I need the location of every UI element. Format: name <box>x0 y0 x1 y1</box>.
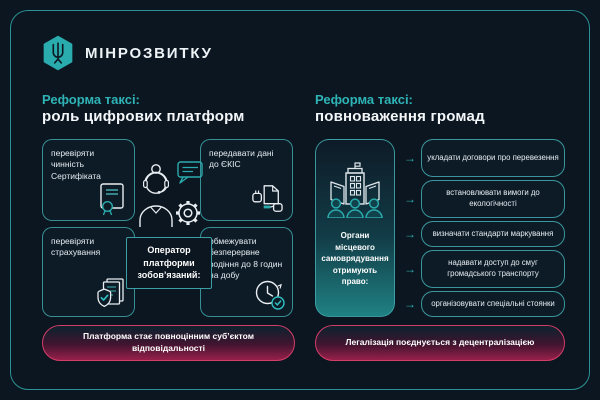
duty-label: перевіряти чинність Сертифіката <box>51 148 101 181</box>
rights-list: → укладати договори про перевезення → вс… <box>403 139 565 317</box>
clock-check-icon <box>255 280 285 310</box>
right-heading-kicker: Реформа таксі: <box>315 92 413 107</box>
left-heading: Реформа таксі: роль цифрових платформ <box>42 92 295 127</box>
certificate-icon <box>100 183 124 215</box>
right-pill: встановлювати вимоги до екологічності <box>421 180 565 218</box>
left-heading-title: роль цифрових платформ <box>42 108 245 126</box>
operator-with-gear-icon <box>139 161 203 227</box>
insurance-shield-icon <box>97 278 124 308</box>
arrow-right-icon: → <box>404 151 416 165</box>
duty-card-insurance: перевіряти страхування <box>42 227 135 317</box>
operator-illustration <box>132 159 204 227</box>
left-conclusion-banner: Платформа стає повноцінним суб’єктом від… <box>42 325 295 361</box>
left-banner-text: Платформа стає повноцінним суб’єктом від… <box>83 331 254 353</box>
document-handover-icon <box>252 185 283 212</box>
right-item: → укладати договори про перевезення <box>403 139 565 177</box>
left-panel: Реформа таксі: роль цифрових платформ пе… <box>42 92 295 361</box>
operator-duties-grid: перевіряти чинність Сертифіката передава… <box>42 139 295 317</box>
right-pill: організовувати спеціальні стоянки <box>421 291 565 317</box>
right-pill: визначати стандарти маркування <box>421 221 565 247</box>
brand-logo: МІНРОЗВИТКУ <box>42 35 213 71</box>
left-heading-kicker: Реформа таксі: <box>42 92 140 107</box>
arrow-right-icon: → <box>404 227 416 241</box>
duty-label: обмежувати безперервне водіння до 8 годи… <box>209 236 283 281</box>
right-heading-title: повноваження громад <box>315 108 485 126</box>
brand-name: МІНРОЗВИТКУ <box>85 44 213 62</box>
arrow-right-icon: → <box>404 192 416 206</box>
community-rights-layout: Органи місцевого самоврядування отримуют… <box>315 139 565 317</box>
authority-label: Органи місцевого самоврядування отримуют… <box>321 231 389 287</box>
duty-card-certificate: перевіряти чинність Сертифіката <box>42 139 135 221</box>
municipality-building-icon <box>327 162 383 218</box>
right-item: → визначати стандарти маркування <box>403 221 565 247</box>
right-conclusion-banner: Легалізація поєднується з децентралізаці… <box>315 325 565 361</box>
right-banner-text: Легалізація поєднується з децентралізаці… <box>345 337 535 348</box>
duty-card-driving-limit: обмежувати безперервне водіння до 8 годи… <box>200 227 293 317</box>
operator-duty-label: Оператор платформи зобов’язаний: <box>126 237 212 289</box>
right-item: → встановлювати вимоги до екологічності <box>403 180 565 218</box>
arrow-right-icon: → <box>404 262 416 276</box>
right-panel: Реформа таксі: повноваження громад <box>315 92 565 361</box>
duty-label: перевіряти страхування <box>51 236 101 258</box>
right-heading: Реформа таксі: повноваження громад <box>315 92 565 127</box>
right-item: → надавати доступ до смуг громадського т… <box>403 250 565 288</box>
duty-card-data-transfer: передавати дані до ЄКІС <box>200 139 293 221</box>
trident-hexagon-icon <box>43 35 73 71</box>
authority-card: Органи місцевого самоврядування отримуют… <box>315 139 395 317</box>
arrow-right-icon: → <box>404 297 416 311</box>
right-pill: укладати договори про перевезення <box>421 139 565 177</box>
duty-label: передавати дані до ЄКІС <box>209 148 274 170</box>
right-pill: надавати доступ до смуг громадського тра… <box>421 250 565 288</box>
right-item: → організовувати спеціальні стоянки <box>403 291 565 317</box>
